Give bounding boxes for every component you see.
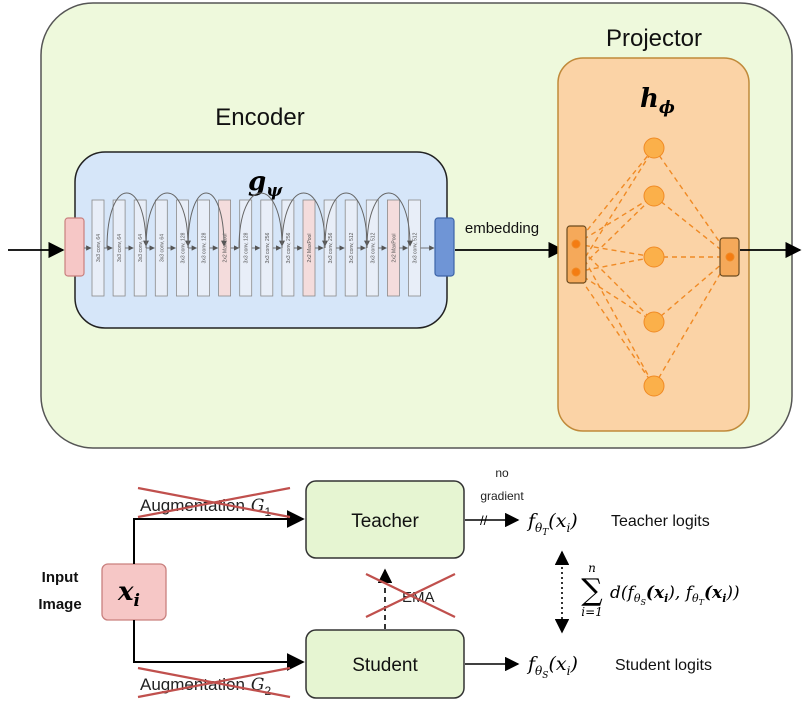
skip-connection-3 <box>187 192 227 249</box>
sum-symbol: ∑ <box>581 573 603 608</box>
projector-edge-15 <box>653 256 731 387</box>
projector-edge-4 <box>575 243 655 323</box>
teacher-box <box>305 480 465 559</box>
encoder-layer-label-7: 2x2 MaxPool <box>223 234 229 263</box>
input-label-line1: Input <box>42 569 79 586</box>
route-to-student <box>133 620 305 671</box>
projector-title: Projector <box>606 25 702 52</box>
encoder-layer-label-12: 3x3 conv, 256 <box>328 232 334 263</box>
projector-hidden-node-3 <box>643 246 665 268</box>
encoder-layer-label-3: 3x3 conv, 64 <box>138 234 144 262</box>
encoder-layer-label-15: 2x2 MaxPool <box>391 234 397 263</box>
encoder-layer-label-1: 3x3 conv, 64 <box>96 234 102 262</box>
encoder-layers: 3x3 conv, 64 3x3 conv, 64 3x3 conv, 64 3x3 … <box>84 192 435 297</box>
student-logit-formula: fθS(xi) <box>526 653 578 681</box>
projector-input-node-1 <box>571 239 581 249</box>
projector-hidden-node-2 <box>643 185 665 207</box>
student-box <box>305 629 465 699</box>
encoder-layer-label-4: 3x3 conv, 64 <box>159 234 165 262</box>
cross-ema-b <box>365 573 456 618</box>
projector-edge-11 <box>653 147 731 258</box>
encoder-layer-label-13: 3x3 conv, 512 <box>349 232 355 263</box>
projector-network <box>566 137 740 397</box>
skip-connection-4 <box>238 192 285 249</box>
skip-connection-1 <box>106 192 149 249</box>
no-gradient-line1: no <box>495 466 509 480</box>
projector-edge-12 <box>653 195 731 258</box>
encoder-layer-label-6: 3x3 conv, 128 <box>202 232 208 263</box>
projector-edge-2 <box>575 195 655 245</box>
encoder-layer-label-10: 3x3 conv, 256 <box>286 232 292 263</box>
encoder-layer-label-9: 3x3 conv, 256 <box>265 232 271 263</box>
projector-edge-3 <box>575 243 655 258</box>
encoder-output-stub <box>434 217 455 277</box>
sum-bottom: i=1 <box>581 605 603 619</box>
projector-input-node-2 <box>571 267 581 277</box>
projector-hidden-node-5 <box>643 375 665 397</box>
encoder-title: Encoder <box>215 104 304 131</box>
projector-hidden-node-4 <box>643 311 665 333</box>
stop-gradient-mark: // <box>480 513 488 528</box>
projector-hidden-node-1 <box>643 137 665 159</box>
projector-box <box>557 57 750 432</box>
encoder-layer-label-5: 3x3 conv, 128 <box>180 232 186 263</box>
distance-formula: d(fθS(xi), fθT(xi)) <box>610 583 740 607</box>
encoder-layer-label-14: 3x3 conv, 512 <box>370 232 376 263</box>
projector-edge-14 <box>653 256 731 323</box>
teacher-logits-label: Teacher logits <box>611 513 710 530</box>
cross-g2-b <box>137 666 291 699</box>
encoder-symbol: gψ <box>248 167 283 201</box>
encoder-layer-label-2: 3x3 conv, 64 <box>117 234 123 262</box>
projector-edge-8 <box>575 256 655 273</box>
projector-edge-6 <box>575 147 655 273</box>
input-symbol: xi <box>117 577 140 611</box>
no-gradient-line2: gradient <box>480 489 524 503</box>
projector-output-node <box>725 252 735 262</box>
encoder-layer-label-8: 3x3 conv, 128 <box>244 232 250 263</box>
route-to-teacher <box>133 510 305 564</box>
projector-edge-1 <box>575 147 655 245</box>
projector-symbol: hϕ <box>640 84 675 118</box>
projector-input-block <box>566 225 587 284</box>
encoder-input-stub <box>64 217 85 277</box>
encoder-layer-label-16: 3x3 conv, 512 <box>413 232 419 263</box>
teacher-logit-formula: fθT(xi) <box>526 510 578 538</box>
cross-g1-b <box>137 486 291 519</box>
augmentation-g1: AugmentationG1 <box>140 496 272 519</box>
skip-connection-7 <box>366 192 413 249</box>
input-label-line2: Image <box>38 596 81 613</box>
skip-connection-5 <box>281 192 328 249</box>
projector-edge-7 <box>575 195 655 273</box>
encoder-layer-label-11: 2x2 MaxPool <box>307 234 313 263</box>
projector-edge-9 <box>575 271 655 323</box>
projector-edge-5 <box>575 243 655 387</box>
teacher-label: Teacher <box>351 511 419 532</box>
embedding-label: embedding <box>465 220 539 237</box>
ema-label: EMA <box>402 589 435 606</box>
skip-connection-6 <box>324 192 370 249</box>
skip-connection-2 <box>145 192 191 249</box>
student-logits-label: Student logits <box>615 657 712 674</box>
student-label: Student <box>352 655 418 676</box>
sum-top: n <box>588 561 596 575</box>
